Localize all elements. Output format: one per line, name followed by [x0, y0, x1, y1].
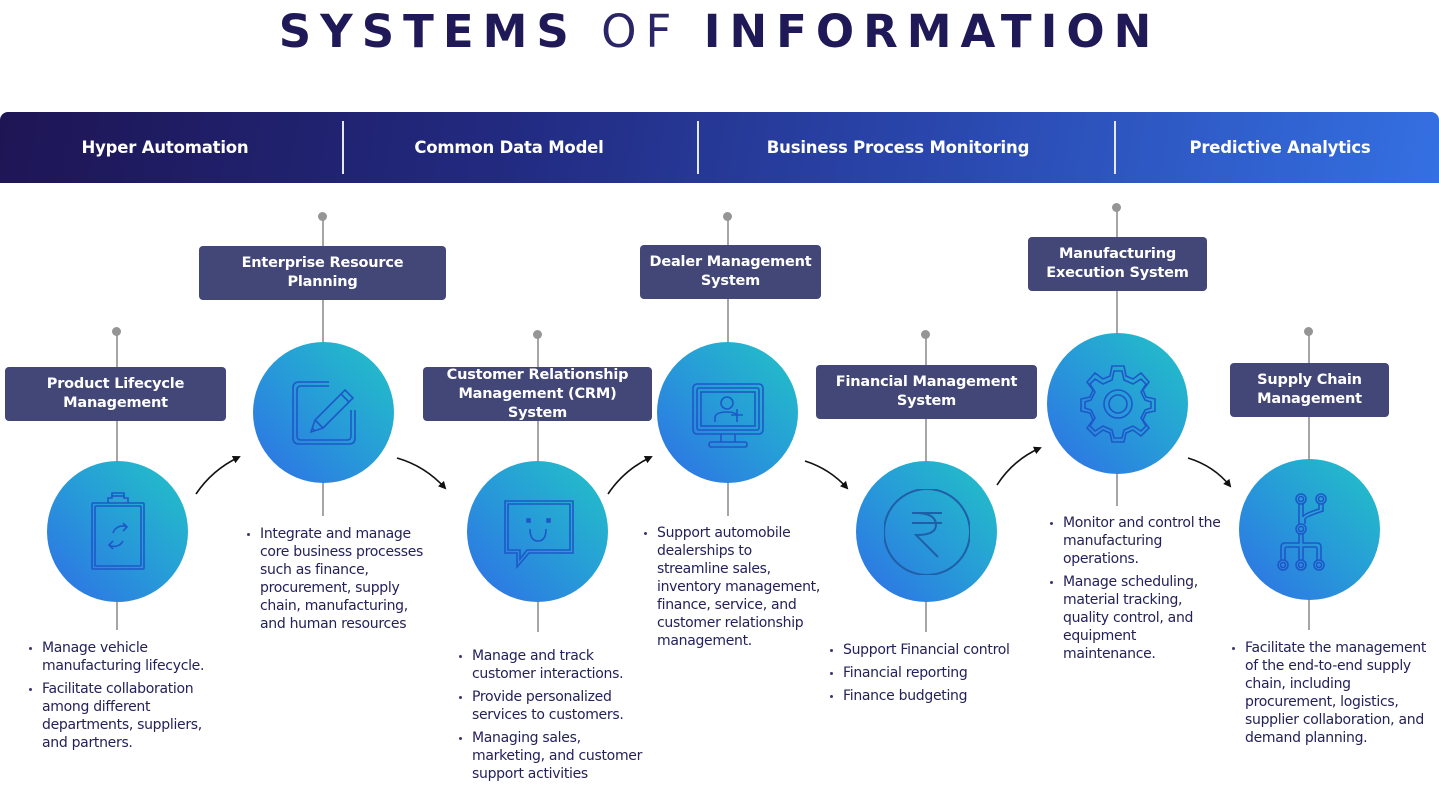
- bullet-item: Facilitate the management of the end-to-…: [1231, 639, 1439, 747]
- system-icon-circle: [467, 461, 608, 602]
- bullet-item: Manage vehicle manufacturing lifecycle.: [28, 639, 228, 675]
- system-bullets-crm: Manage and track customer interactions. …: [458, 647, 643, 788]
- bullet-item: Integrate and manage core business proce…: [246, 525, 431, 633]
- system-bullets-mes: Monitor and control the manufacturing op…: [1049, 514, 1229, 668]
- system-icon-circle: [1047, 333, 1188, 474]
- band-item-hyper-automation: Hyper Automation: [81, 138, 249, 157]
- arrow-erp-to-crm: [396, 457, 447, 490]
- band-item-business-process-monitoring: Business Process Monitoring: [766, 138, 1030, 157]
- title-word-systems: SYSTEMS: [278, 5, 578, 58]
- bullet-item: Managing sales, marketing, and customer …: [458, 729, 643, 783]
- bullet-item: Manage and track customer interactions.: [458, 647, 643, 683]
- bullet-item: Manage scheduling, material tracking, qu…: [1049, 573, 1229, 663]
- band-divider: [1114, 121, 1116, 174]
- connector-dot: [1304, 327, 1313, 336]
- system-label-mes: Manufacturing Execution System: [1028, 237, 1207, 291]
- title-word-information: INFORMATION: [703, 5, 1161, 58]
- bullet-item: Monitor and control the manufacturing op…: [1049, 514, 1229, 568]
- page-title: SYSTEMS OF INFORMATION: [0, 6, 1439, 58]
- system-icon-circle: [657, 342, 798, 483]
- bullet-item: Provide personalized services to custome…: [458, 688, 643, 724]
- network-branch-icon: [1276, 492, 1327, 571]
- system-label-scm: Supply Chain Management: [1230, 363, 1389, 417]
- gear-icon: [1079, 364, 1156, 443]
- system-bullets-fms: Support Financial control Financial repo…: [829, 641, 1034, 710]
- system-bullets-scm: Facilitate the management of the end-to-…: [1231, 639, 1439, 752]
- connector-dot: [921, 330, 930, 339]
- bullet-item: Facilitate collaboration among different…: [28, 680, 228, 752]
- system-label-plm: Product Lifecycle Management: [5, 367, 226, 421]
- system-label-crm: Customer Relationship Management (CRM) S…: [423, 367, 652, 421]
- arrow-plm-to-erp: [195, 456, 241, 495]
- system-bullets-erp: Integrate and manage core business proce…: [246, 525, 431, 638]
- bullet-item: Support Financial control: [829, 641, 1034, 659]
- system-label-erp: Enterprise Resource Planning: [199, 246, 446, 300]
- bullet-item: Financial reporting: [829, 664, 1034, 682]
- bullet-item: Support automobile dealerships to stream…: [643, 524, 823, 650]
- system-label-fms: Financial Management System: [816, 365, 1037, 419]
- band-item-common-data-model: Common Data Model: [414, 138, 604, 157]
- system-bullets-plm: Manage vehicle manufacturing lifecycle. …: [28, 639, 228, 757]
- arrow-mes-to-scm: [1187, 457, 1232, 488]
- connector-dot: [533, 330, 542, 339]
- system-icon-circle: [253, 342, 394, 483]
- band-divider: [342, 121, 344, 174]
- system-icon-circle: [47, 461, 188, 602]
- capabilities-band: Hyper Automation Common Data Model Busin…: [0, 112, 1439, 183]
- arrow-dms-to-fms: [804, 460, 849, 490]
- arrow-crm-to-dms: [607, 456, 653, 495]
- edit-pencil-icon: [291, 380, 356, 445]
- monitor-add-user-icon: [691, 382, 764, 448]
- clipboard-refresh-icon: [90, 491, 145, 570]
- system-icon-circle: [856, 461, 997, 602]
- band-divider: [697, 121, 699, 174]
- title-word-of: OF: [601, 5, 681, 58]
- bullet-item: Finance budgeting: [829, 687, 1034, 705]
- system-bullets-dms: Support automobile dealerships to stream…: [643, 524, 823, 655]
- system-icon-circle: [1239, 459, 1380, 600]
- connector-dot: [723, 212, 732, 221]
- system-label-dms: Dealer Management System: [640, 245, 821, 299]
- chat-smile-icon: [503, 499, 574, 569]
- connector-dot: [318, 212, 327, 221]
- rupee-icon: [883, 488, 970, 575]
- connector-dot: [1112, 203, 1121, 212]
- connector-dot: [112, 327, 121, 336]
- band-item-predictive-analytics: Predictive Analytics: [1189, 138, 1371, 157]
- arrow-fms-to-mes: [996, 446, 1042, 486]
